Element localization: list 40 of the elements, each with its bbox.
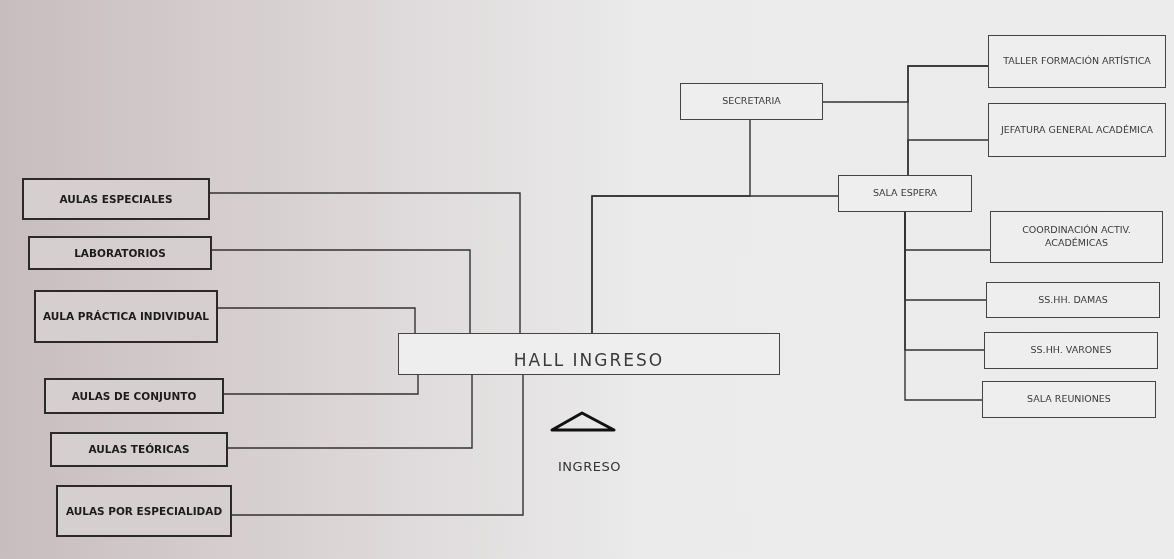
room-box xyxy=(838,175,972,212)
connector-line xyxy=(231,374,524,516)
room-name: SS.HH. DAMAS xyxy=(1038,293,1108,307)
connector-line xyxy=(209,192,521,334)
connector-line xyxy=(904,211,983,401)
room-name: AULAS POR ESPECIALIDAD xyxy=(65,503,223,519)
room-name: HALL INGRESO xyxy=(513,349,665,372)
room-name: JEFATURA GENERAL ACADÉMICA xyxy=(1000,123,1154,137)
room-box xyxy=(984,332,1158,369)
room-box xyxy=(982,381,1156,418)
room-name: TALLER FORMACIÓN ARTÍSTICA xyxy=(1003,55,1151,68)
room-name: AULAS TEÓRICAS xyxy=(88,442,190,457)
room-box xyxy=(34,290,218,343)
room-box xyxy=(988,103,1166,157)
room-box xyxy=(50,432,228,467)
room-box xyxy=(988,35,1166,88)
room-box xyxy=(22,178,210,220)
room-name: AULAS ESPECIALES xyxy=(59,191,173,207)
room-name: AULAS DE CONJUNTO xyxy=(71,388,197,404)
connector-line xyxy=(223,374,419,395)
hall-box xyxy=(398,333,780,375)
connector-line xyxy=(217,307,416,334)
room-name: SS.HH. VARONES xyxy=(1030,344,1112,357)
connector-line xyxy=(211,249,471,334)
room-box xyxy=(56,485,232,537)
connector-line xyxy=(907,139,989,176)
room-box xyxy=(986,282,1160,318)
room-name: AULA PRÁCTICA INDIVIDUAL xyxy=(42,309,210,324)
connector-line xyxy=(591,119,751,334)
room-box xyxy=(44,378,224,414)
room-name: SALA ESPERA xyxy=(872,187,938,200)
room-name: LABORATORIOS xyxy=(74,245,166,261)
room-name: SECRETARIA xyxy=(722,95,781,108)
room-name: COORDINACIÓN ACTIV. ACADÉMICAS xyxy=(1021,224,1132,250)
room-box xyxy=(28,236,212,270)
room-box xyxy=(990,211,1163,263)
room-name: SALA REUNIONES xyxy=(1027,393,1111,406)
connector-line xyxy=(227,374,473,449)
entrance-label: INGRESO xyxy=(558,459,621,474)
room-box xyxy=(680,83,823,120)
